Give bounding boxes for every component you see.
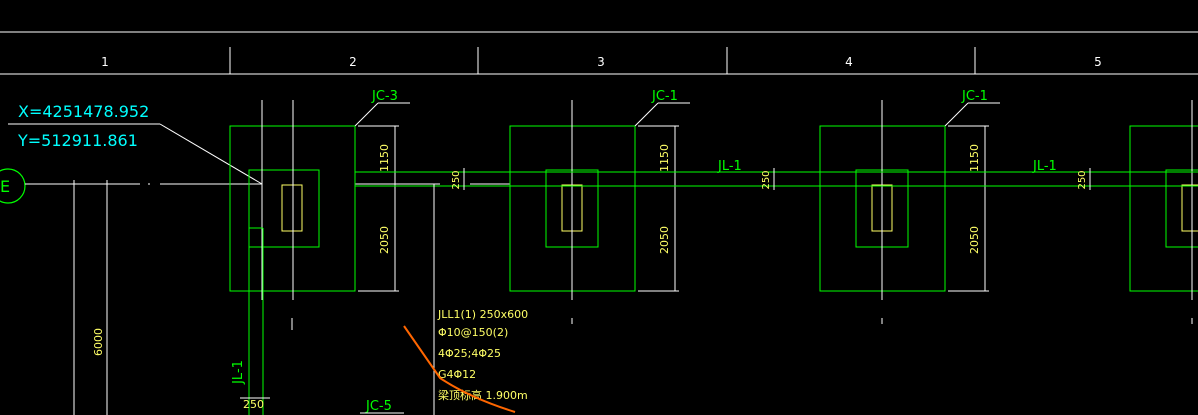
beam-label-2: JL-1 [1032, 159, 1057, 174]
footing-jc-1-a[interactable]: JC-1 1150 2050 [509, 89, 690, 324]
axis-bubble-e[interactable]: E [0, 168, 26, 204]
beam-width-2: 250 [761, 170, 772, 189]
footing-2-label: JC-1 [651, 89, 678, 104]
vertical-beam-label: JL-1 [231, 360, 246, 385]
footing-3-dim-bottom: 2050 [968, 226, 981, 254]
bottom-footing-label: JC-5 [365, 399, 392, 414]
beam-label-1: JL-1 [717, 159, 742, 174]
footing-2-dim-bottom: 2050 [658, 226, 671, 254]
footing-3-dim-top: 1150 [968, 144, 981, 172]
footing-jc-5-label[interactable]: JC-5 [360, 399, 404, 414]
beam-width-3: 250 [1077, 170, 1088, 189]
coord-y: Y=512911.861 [17, 131, 138, 150]
footing-jc-1-b[interactable]: JC-1 1150 2050 [819, 89, 1000, 324]
footing-2-dim-top: 1150 [658, 144, 671, 172]
beam-width-1: 250 [451, 170, 462, 189]
beam-note-line3: 4Φ25;4Φ25 [438, 347, 501, 360]
left-vertical-dimension: 6000 [70, 180, 110, 415]
coord-x: X=4251478.952 [18, 102, 149, 121]
grid-dim-6000: 6000 [92, 328, 105, 356]
beam-note-line5: 梁顶标高 1.900m [438, 388, 528, 402]
coordinate-readout: X=4251478.952 Y=512911.861 [8, 102, 263, 185]
footing-jc-3[interactable]: JC-3 1150 2050 [229, 89, 410, 330]
ruler-label-3: 3 [597, 55, 605, 69]
beam-jl-1[interactable]: JL-1 JL-1 250 250 250 [355, 159, 1198, 190]
beam-note-line4: G4Φ12 [438, 368, 476, 381]
beam-annotation[interactable]: JLL1(1) 250x600 Φ10@150(2) 4Φ25;4Φ25 G4Φ… [403, 184, 528, 415]
axis-ruler: 1 2 3 4 5 [0, 31, 1198, 75]
ruler-label-2: 2 [349, 55, 357, 69]
footing-partial-right[interactable] [1129, 100, 1198, 324]
ruler-label-4: 4 [845, 55, 853, 69]
beam-jl-1-vertical[interactable]: JL-1 250 [231, 227, 270, 415]
beam-note-line1: JLL1(1) 250x600 [437, 308, 528, 321]
orange-leader-stroke [403, 325, 516, 413]
footing-3-label: JC-1 [961, 89, 988, 104]
beam-note-line2: Φ10@150(2) [438, 326, 508, 339]
footing-1-label: JC-3 [371, 89, 398, 104]
ruler-label-5: 5 [1094, 55, 1102, 69]
footing-1-dim-bottom: 2050 [378, 226, 391, 254]
ruler-label-1: 1 [101, 55, 109, 69]
vertical-beam-width: 250 [243, 398, 264, 411]
axis-bubble-label: E [0, 177, 10, 196]
footing-1-dim-top: 1150 [378, 144, 391, 172]
